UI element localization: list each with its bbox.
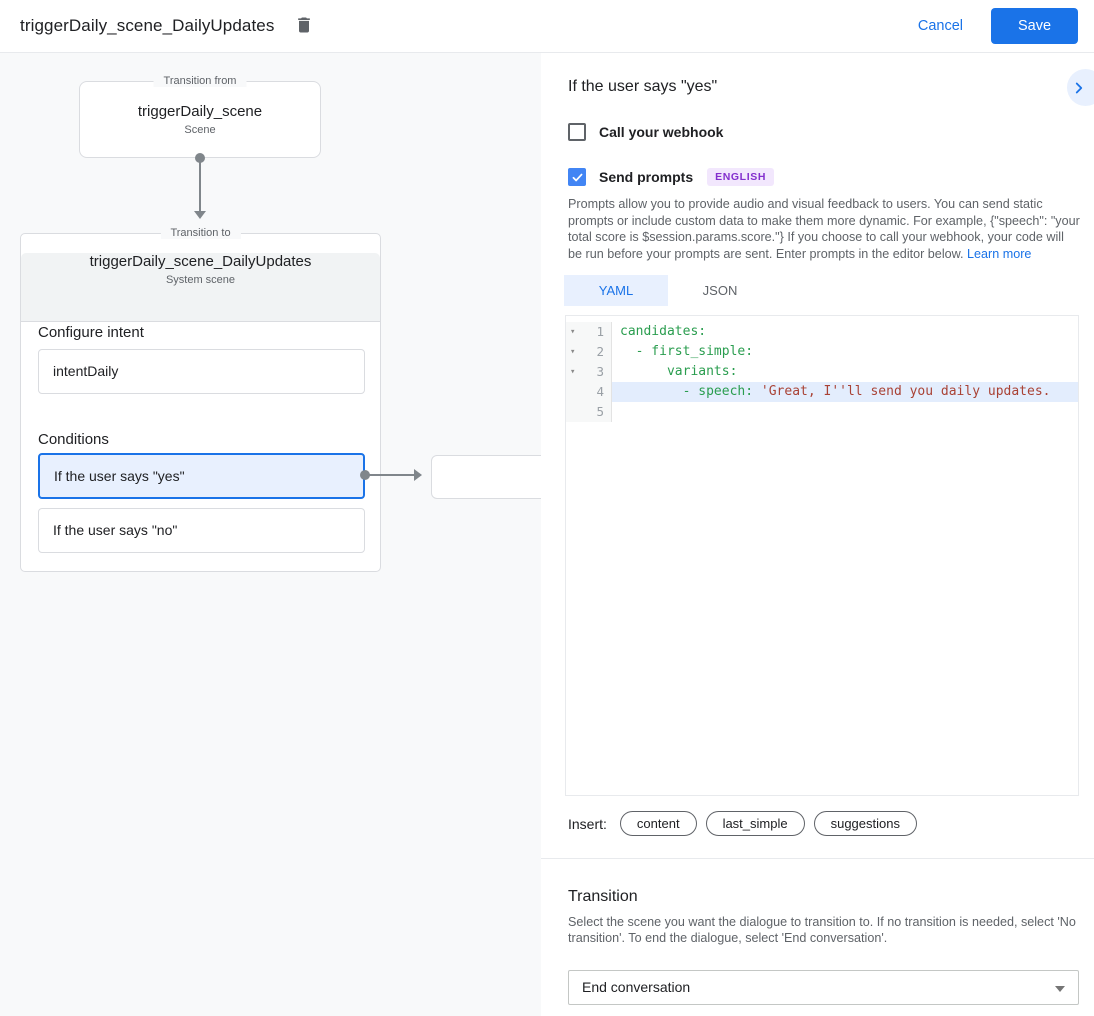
condition-detail-title: If the user says "yes" bbox=[568, 78, 718, 95]
transition-from-legend: Transition from bbox=[153, 75, 247, 87]
cancel-button[interactable]: Cancel bbox=[917, 18, 963, 34]
insert-label: Insert: bbox=[568, 815, 607, 832]
line-number: 1 bbox=[596, 324, 604, 339]
send-prompts-checkbox[interactable] bbox=[568, 168, 586, 186]
language-badge: ENGLISH bbox=[707, 168, 774, 186]
conditions-label: Conditions bbox=[38, 431, 109, 448]
scene-diagram-panel: Transition from triggerDaily_scene Scene… bbox=[0, 53, 541, 1016]
condition-detail-panel: If the user says "yes" Call your webhook… bbox=[541, 53, 1094, 1016]
prompts-description-text: Prompts allow you to provide audio and v… bbox=[568, 197, 1080, 261]
tab-yaml[interactable]: YAML bbox=[564, 275, 668, 306]
learn-more-link[interactable]: Learn more bbox=[967, 246, 1032, 261]
connector-line-horizontal bbox=[366, 474, 416, 476]
webhook-label: Call your webhook bbox=[599, 124, 724, 140]
condition-item-yes[interactable]: If the user says "yes" bbox=[38, 453, 365, 499]
code-text[interactable]: - first_simple: bbox=[612, 342, 1078, 362]
fold-icon[interactable]: ▾ bbox=[570, 347, 576, 357]
code-line: 5 bbox=[566, 402, 1078, 422]
transition-target-node[interactable] bbox=[431, 455, 541, 499]
collapse-panel-button[interactable] bbox=[1067, 69, 1094, 106]
code-text[interactable] bbox=[612, 402, 1078, 422]
configure-intent-label: Configure intent bbox=[38, 324, 144, 341]
from-scene-name: triggerDaily_scene bbox=[137, 103, 263, 120]
arrow-right-icon bbox=[414, 469, 422, 481]
code-text[interactable]: - speech: 'Great, I''ll send you daily u… bbox=[612, 382, 1078, 402]
transition-description: Select the scene you want the dialogue t… bbox=[568, 915, 1076, 945]
connector-dot bbox=[360, 470, 370, 480]
transition-from-node[interactable]: Transition from triggerDaily_scene Scene bbox=[79, 75, 321, 158]
intent-field[interactable]: intentDaily bbox=[38, 349, 365, 394]
transition-to-legend: Transition to bbox=[160, 227, 241, 239]
code-line: ▾ 3 variants: bbox=[566, 362, 1078, 382]
save-button[interactable]: Save bbox=[991, 8, 1078, 44]
code-token: - speech: bbox=[620, 384, 761, 399]
insert-chip-last-simple[interactable]: last_simple bbox=[705, 811, 805, 836]
line-number: 5 bbox=[596, 404, 604, 419]
chevron-right-icon bbox=[1070, 79, 1088, 97]
insert-row: Insert: content last_simple suggestions bbox=[568, 811, 917, 836]
from-scene-type: Scene bbox=[184, 124, 216, 136]
send-prompts-label: Send prompts bbox=[599, 169, 694, 185]
fold-icon[interactable]: ▾ bbox=[570, 327, 576, 337]
checkmark-icon bbox=[571, 171, 584, 184]
webhook-checkbox[interactable] bbox=[568, 123, 586, 141]
code-token: candidates: bbox=[620, 324, 707, 339]
code-line-highlighted: 4 - speech: 'Great, I''ll send you daily… bbox=[566, 382, 1078, 402]
line-number: 4 bbox=[596, 384, 604, 399]
to-scene-header: triggerDaily_scene_DailyUpdates System s… bbox=[21, 253, 380, 322]
connector-line-vertical bbox=[199, 158, 201, 212]
tab-json[interactable]: JSON bbox=[668, 275, 772, 306]
send-prompts-row: Send prompts ENGLISH bbox=[568, 168, 774, 186]
insert-chip-suggestions[interactable]: suggestions bbox=[813, 811, 917, 836]
condition-item-no[interactable]: If the user says "no" bbox=[38, 508, 365, 553]
delete-button[interactable] bbox=[290, 12, 318, 40]
code-line: ▾ 1 candidates: bbox=[566, 322, 1078, 342]
to-scene-type: System scene bbox=[165, 274, 236, 286]
editor-format-tabs: YAML JSON bbox=[564, 275, 772, 306]
prompts-description: Prompts allow you to provide audio and v… bbox=[568, 196, 1080, 262]
code-token: variants: bbox=[620, 364, 738, 379]
fold-icon[interactable]: ▾ bbox=[570, 367, 576, 377]
transition-select-value: End conversation bbox=[582, 979, 691, 995]
top-bar: triggerDaily_scene_DailyUpdates Cancel S… bbox=[0, 0, 1094, 53]
code-token: 'Great, I''ll send you daily updates. bbox=[760, 384, 1051, 399]
line-number: 3 bbox=[596, 364, 604, 379]
trash-icon bbox=[294, 15, 314, 38]
code-text[interactable]: variants: bbox=[612, 362, 1078, 382]
code-line: ▾ 2 - first_simple: bbox=[566, 342, 1078, 362]
code-token: - first_simple: bbox=[620, 344, 754, 359]
section-divider bbox=[541, 858, 1094, 859]
transition-to-node: Transition to triggerDaily_scene_DailyUp… bbox=[20, 227, 381, 572]
transition-section-title: Transition bbox=[568, 888, 638, 905]
line-number: 2 bbox=[596, 344, 604, 359]
prompt-code-editor[interactable]: ▾ 1 candidates: ▾ 2 - first_simple: ▾ 3 var… bbox=[565, 315, 1079, 796]
code-text[interactable]: candidates: bbox=[612, 322, 1078, 342]
dropdown-caret-icon bbox=[1055, 986, 1065, 992]
arrow-down-icon bbox=[194, 211, 206, 219]
webhook-row: Call your webhook bbox=[568, 123, 723, 141]
page-title: triggerDaily_scene_DailyUpdates bbox=[20, 16, 275, 35]
transition-select[interactable]: End conversation bbox=[568, 970, 1079, 1005]
to-scene-name: triggerDaily_scene_DailyUpdates bbox=[89, 253, 312, 270]
insert-chip-content[interactable]: content bbox=[619, 811, 697, 836]
